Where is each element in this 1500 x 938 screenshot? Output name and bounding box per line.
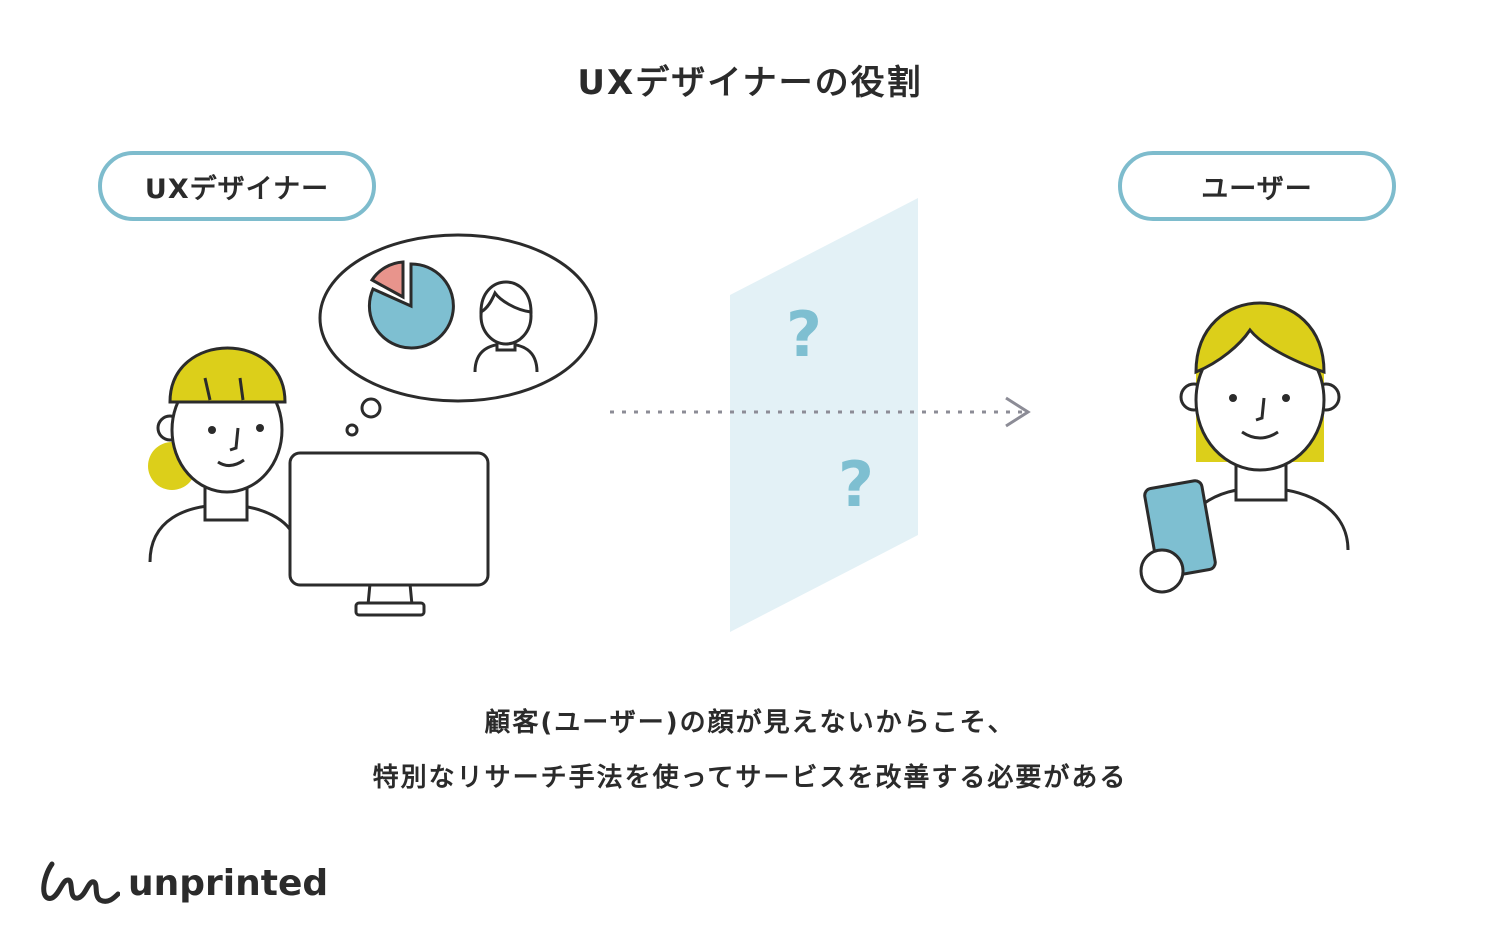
user-figure (1178, 301, 1350, 551)
caption-line-1: 顧客(ユーザー)の顔が見えないからこそ、 (484, 708, 1016, 738)
question-mark-2: ? (838, 448, 874, 521)
computer-monitor-icon (288, 451, 490, 617)
designer-figure (148, 346, 297, 563)
user-label: ユーザー (1118, 151, 1396, 221)
brand-logo: unprinted (38, 858, 328, 908)
arrow-icon (610, 396, 1031, 428)
thought-bubble (318, 233, 598, 437)
logo-text: unprinted (128, 862, 329, 904)
user-avatar-icon (473, 280, 539, 373)
pie-chart-icon (367, 260, 455, 350)
page-title: UXデザイナーの役割 (577, 63, 923, 103)
question-mark-1: ? (786, 298, 822, 371)
barrier-panel (730, 198, 918, 632)
logo-mark-icon (41, 861, 120, 904)
smartphone-icon (1139, 479, 1217, 594)
designer-label: UXデザイナー (98, 151, 376, 221)
caption-line-2: 特別なリサーチ手法を使ってサービスを改善する必要がある (372, 763, 1128, 793)
